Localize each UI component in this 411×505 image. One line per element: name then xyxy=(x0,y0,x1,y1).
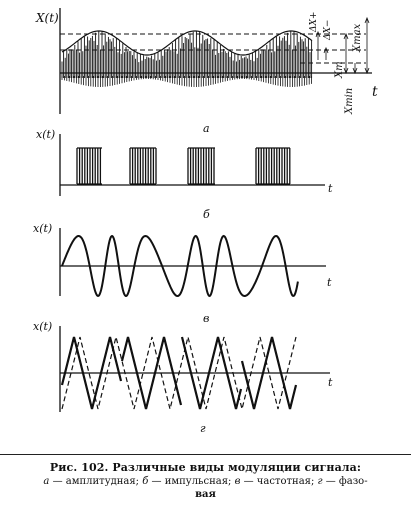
panel-a-x-label: t xyxy=(372,84,378,100)
modulation-figure: X(t) t ΔX+ ΔX− Xmax Xm Xmin a xyxy=(33,8,378,435)
panel-a-am-signal xyxy=(61,30,313,87)
panel-c-fm-signal xyxy=(61,234,299,298)
panel-a-delta-x-plus: ΔX+ xyxy=(309,12,319,33)
panel-c-y-label: x(t) xyxy=(33,222,52,235)
caption-line-2: вая xyxy=(195,489,216,500)
caption-text-a: — амплитудная; xyxy=(49,476,143,487)
panel-a: X(t) t ΔX+ ΔX− Xmax Xm Xmin a xyxy=(35,8,378,135)
panel-a-x-m: Xm xyxy=(334,61,345,79)
panel-d-pm-signal xyxy=(60,336,298,410)
panel-b-x-label: t xyxy=(328,182,333,195)
panel-a-sublabel: a xyxy=(203,122,210,135)
panel-d-y-label: x(t) xyxy=(33,320,52,333)
caption-key-c: в xyxy=(234,476,241,487)
panel-c-x-label: t xyxy=(327,276,332,289)
panel-c-sublabel: в xyxy=(203,312,209,325)
panel-b: x(t) t б xyxy=(36,128,333,221)
panel-c: x(t) t в xyxy=(33,222,332,325)
figure-caption: Рис. 102. Различные виды модуляции сигна… xyxy=(0,454,411,505)
panel-d: x(t) t г xyxy=(33,320,333,435)
panel-a-dimension-lines xyxy=(315,16,370,75)
caption-key-a: а xyxy=(43,476,50,487)
caption-key-d: г xyxy=(317,476,323,487)
caption-title: Рис. 102. Различные виды модуляции сигна… xyxy=(49,461,362,474)
caption-line-1: а — амплитудная; б — импульсная; в — час… xyxy=(0,475,411,488)
caption-text-d: — фазо- xyxy=(322,476,368,487)
panel-a-y-label: X(t) xyxy=(35,11,59,25)
panel-b-pulse-signal xyxy=(76,147,291,185)
panel-a-x-max: Xmax xyxy=(352,23,363,53)
panel-d-x-label: t xyxy=(328,376,333,389)
panel-b-sublabel: б xyxy=(203,208,210,221)
panel-d-reference-signal xyxy=(61,336,297,410)
panel-a-x-min: Xmin xyxy=(344,88,355,115)
caption-body: а — амплитудная; б — импульсная; в — час… xyxy=(0,475,411,501)
panel-a-delta-x-minus: ΔX− xyxy=(323,20,333,41)
caption-text-b: — импульсная; xyxy=(148,476,235,487)
caption-key-b: б xyxy=(142,476,149,487)
panel-b-y-label: x(t) xyxy=(36,128,55,141)
panel-d-sublabel: г xyxy=(200,422,206,435)
caption-text-c: — частотная; xyxy=(240,476,318,487)
